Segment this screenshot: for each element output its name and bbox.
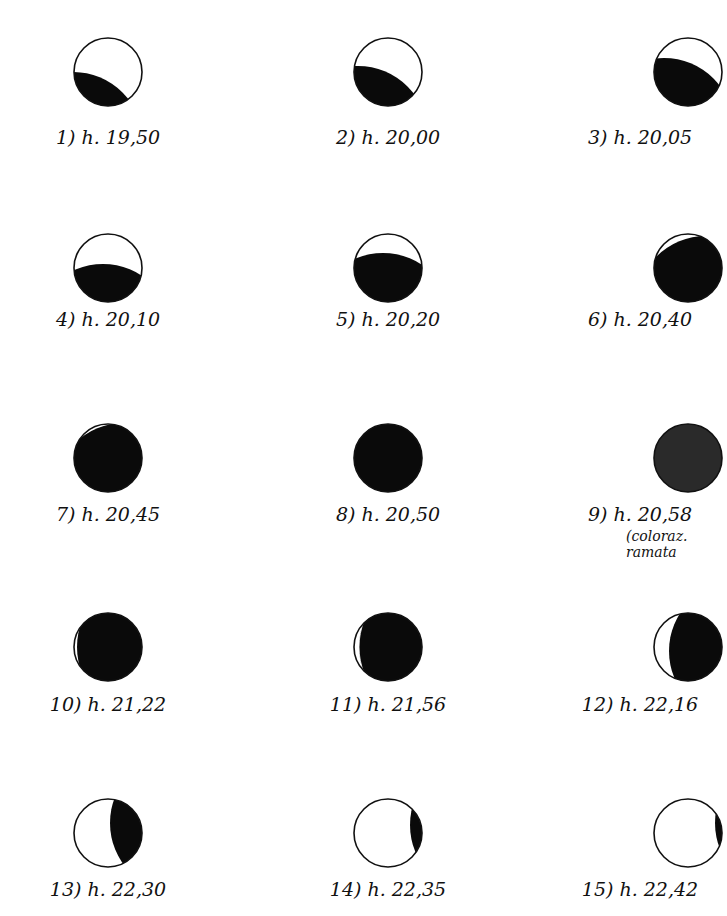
moon-phase — [652, 422, 724, 494]
moon-phase — [33, 234, 173, 404]
moon-phase — [594, 38, 727, 198]
moon-phase — [313, 234, 453, 393]
moon-phase — [288, 38, 428, 206]
moon-phase — [54, 423, 194, 563]
moon-phase — [654, 753, 727, 893]
time-label: 2) h. 20,00 — [336, 126, 440, 148]
time-label: 7) h. 20,45 — [56, 503, 160, 525]
time-label: 11) h. 21,56 — [330, 693, 446, 715]
moon-phase — [352, 422, 424, 494]
moon-phase — [74, 753, 250, 893]
time-label: 4) h. 20,10 — [56, 308, 160, 330]
time-label: 8) h. 20,50 — [336, 503, 440, 525]
time-label: 1) h. 19,50 — [56, 126, 160, 148]
note-text: (coloraz. ramata — [626, 528, 720, 560]
time-label: 10) h. 21,22 — [50, 693, 166, 715]
moon-phase — [636, 234, 727, 376]
time-label: 12) h. 22,16 — [582, 693, 698, 715]
time-label: 14) h. 22,35 — [330, 878, 446, 900]
time-label: 6) h. 20,40 — [588, 308, 692, 330]
time-label: 9) h. 20,58 — [588, 503, 692, 525]
moon-phase — [354, 755, 550, 895]
moon-phase — [3, 38, 143, 212]
time-label: 13) h. 22,30 — [50, 878, 166, 900]
time-label: 3) h. 20,05 — [588, 126, 692, 148]
time-label: 15) h. 22,42 — [582, 878, 698, 900]
time-label: 5) h. 20,20 — [336, 308, 440, 330]
